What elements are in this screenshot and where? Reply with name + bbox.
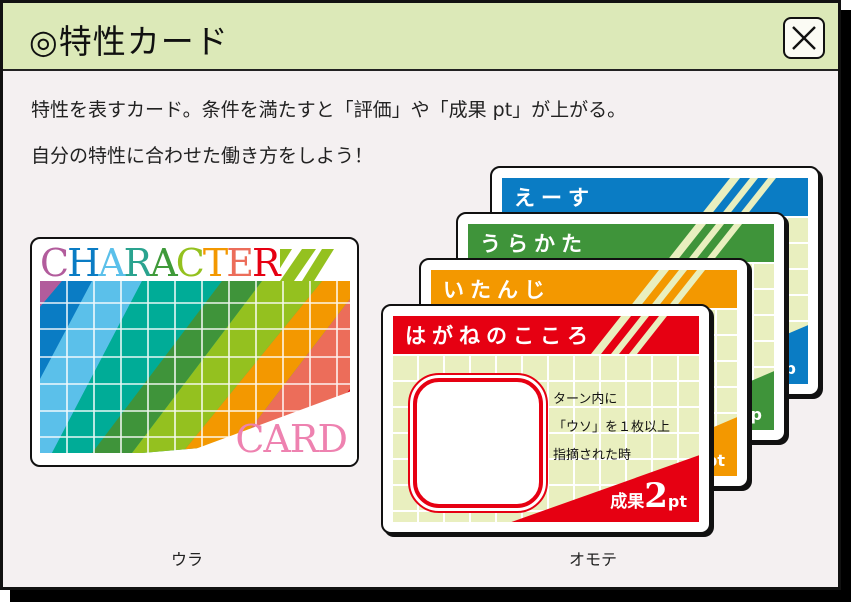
decorative-stripes-icon: [666, 224, 742, 262]
dialog-window: ◎特性カード 特性を表すカード。条件を満たすと「評価」や「成果 pt」が上がる。…: [0, 0, 841, 590]
close-x-icon: [792, 26, 816, 50]
decorative-stripes-icon: [591, 316, 667, 354]
reward-unit: pt: [667, 492, 687, 511]
back-title-letter: A: [150, 241, 177, 285]
back-title-letter: H: [67, 241, 100, 285]
card-back-art: [40, 247, 357, 465]
back-title-letter: A: [98, 241, 125, 285]
front-card-haganenokokoro: はがねのこころ ターン内に 「ウソ」を１枚以上 指摘された時 成果2pt: [381, 304, 711, 534]
decorative-stripes-icon: [629, 270, 705, 308]
condition-line: 「ウソ」を１枚以上: [553, 420, 671, 435]
front-caption: オモテ: [569, 550, 618, 569]
card-name: いたんじ: [443, 278, 551, 302]
description-line-1: 特性を表すカード。条件を満たすと「評価」や「成果 pt」が上がる。: [31, 99, 627, 121]
dialog-title: ◎特性カード: [29, 22, 229, 61]
dialog-header: ◎特性カード: [3, 3, 838, 71]
back-title-letter: C: [40, 241, 69, 285]
back-title-letter: R: [251, 241, 281, 285]
card-reward: 成果2pt: [610, 476, 687, 516]
back-title: CHARACTER: [40, 241, 281, 285]
description-line-2: 自分の特性に合わせた働き方をしよう！: [31, 145, 374, 167]
back-title-letter: R: [123, 241, 153, 285]
card-condition: ターン内に 「ウソ」を１枚以上 指摘された時: [553, 386, 670, 470]
back-title-letter: C: [175, 241, 205, 285]
card-body: はがねのこころ ターン内に 「ウソ」を１枚以上 指摘された時 成果2pt: [393, 316, 699, 522]
condition-line: 指摘された時: [553, 448, 632, 463]
character-portrait-frame: [408, 373, 548, 513]
card-title-band: えーす: [502, 178, 808, 216]
card-title-band: いたんじ: [431, 270, 737, 308]
decorative-stripes-icon: [700, 178, 776, 216]
card-corner-band: [511, 455, 699, 522]
card-title-band: うらかた: [468, 224, 774, 262]
back-title-letter: E: [226, 241, 254, 285]
card-name: えーす: [514, 186, 595, 210]
back-title-letter: T: [202, 241, 228, 285]
close-button[interactable]: [783, 17, 825, 59]
back-subtitle: CARD: [235, 417, 348, 461]
reward-value: 2: [644, 476, 668, 516]
card-title-band: はがねのこころ: [393, 316, 699, 354]
character-card-back: CHARACTER CARD: [30, 237, 359, 467]
back-caption: ウラ: [171, 550, 204, 569]
reward-label: 成果: [610, 492, 645, 512]
card-reward: p: [750, 405, 762, 424]
condition-line: ターン内に: [553, 392, 618, 407]
card-name: はがねのこころ: [405, 324, 594, 348]
card-name: うらかた: [480, 232, 588, 256]
